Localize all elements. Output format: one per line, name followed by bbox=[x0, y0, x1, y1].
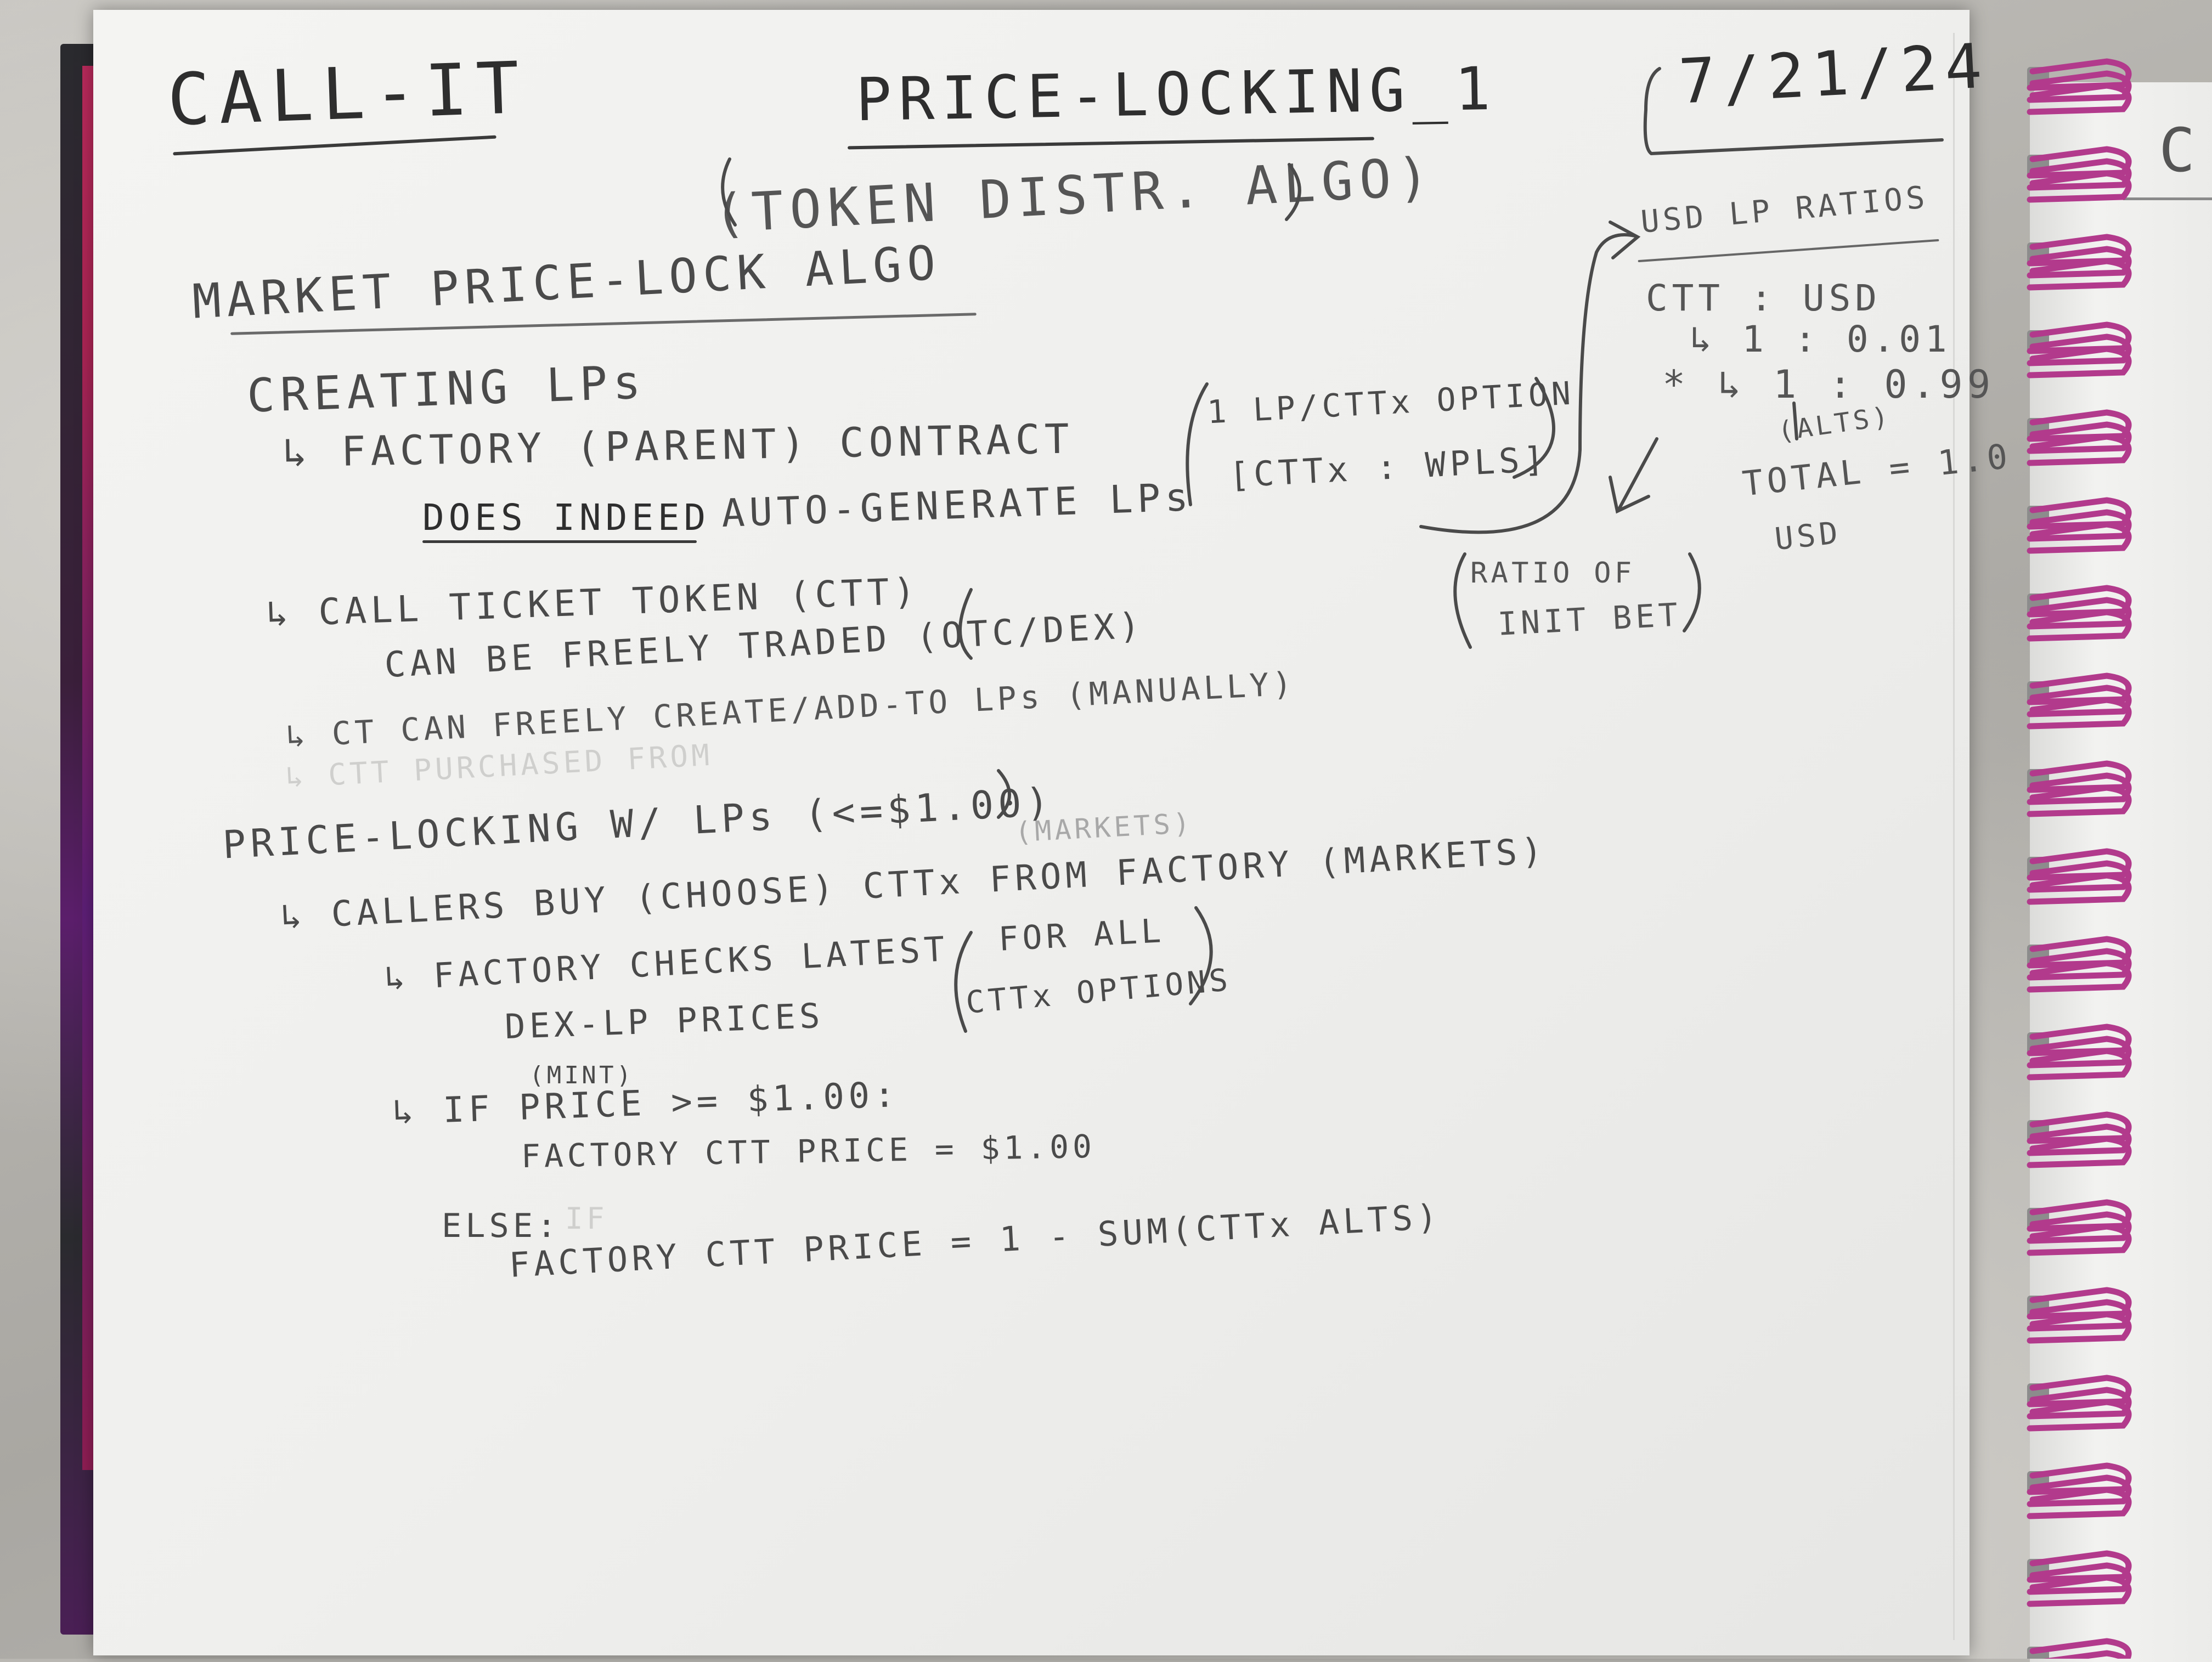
arrow-to-usd-ratios bbox=[1419, 233, 1637, 534]
subtitle-open-paren bbox=[721, 157, 737, 227]
notebook-page bbox=[93, 10, 1970, 1655]
does-indeed: DOES INDEED bbox=[422, 496, 710, 539]
date-bracket bbox=[1643, 67, 1944, 156]
ratio-of-note: RATIO OF bbox=[1470, 557, 1635, 590]
binding-ring bbox=[2027, 409, 2132, 466]
binding-ring bbox=[2027, 848, 2132, 905]
cover-edge-stripe bbox=[82, 66, 93, 1470]
traded-paren bbox=[958, 588, 973, 660]
binding-ring bbox=[2027, 936, 2132, 993]
arrow-down-ratio-head bbox=[1609, 476, 1650, 514]
page-margin-line bbox=[1953, 33, 1955, 1640]
binding-ring bbox=[2027, 58, 2132, 115]
lp-note-close-curve bbox=[1513, 377, 1555, 479]
binding-ring bbox=[2027, 672, 2132, 730]
binding-ring bbox=[2027, 1111, 2132, 1168]
arrow-down-alts bbox=[1792, 402, 1798, 440]
binding-ring bbox=[2027, 1287, 2132, 1344]
binding-ring bbox=[2027, 1550, 2132, 1607]
lp-note-open-bracket bbox=[1186, 382, 1209, 506]
arrow-to-usd-ratios-head bbox=[1609, 221, 1641, 259]
binding-ring bbox=[2027, 1375, 2132, 1432]
binding-ring bbox=[2027, 146, 2132, 203]
else-erased-if: IF bbox=[565, 1201, 608, 1236]
else-line: ELSE: bbox=[442, 1207, 561, 1245]
ratio-open-paren bbox=[1453, 552, 1472, 649]
subtitle-close-paren bbox=[1285, 163, 1301, 221]
binding-ring bbox=[2027, 321, 2132, 378]
binding-ring bbox=[2027, 1024, 2132, 1081]
price-lock-close-paren bbox=[997, 769, 1011, 819]
next-page-fragment: C bbox=[2159, 115, 2203, 185]
next-page-underline bbox=[2123, 197, 2212, 200]
mint-note: (MINT) bbox=[529, 1061, 634, 1089]
binding-ring bbox=[2027, 760, 2132, 817]
ratio-1: ↳ 1 : 0.01 bbox=[1690, 318, 1951, 360]
ratio-2: * ↳ 1 : 0.99 bbox=[1662, 362, 1995, 407]
does-indeed-underline bbox=[422, 540, 697, 543]
binding-ring bbox=[2027, 234, 2132, 291]
for-all-paren-close bbox=[1189, 906, 1213, 1005]
binding-ring bbox=[2027, 1199, 2132, 1256]
ratio-header: CTT : USD bbox=[1646, 277, 1881, 319]
arrow-down-ratio bbox=[1617, 437, 1658, 512]
binding-ring bbox=[2027, 497, 2132, 554]
binding-ring bbox=[2027, 585, 2132, 642]
binding-ring bbox=[2027, 1462, 2132, 1519]
for-all-paren-open bbox=[954, 931, 973, 1033]
ratio-close-paren bbox=[1683, 552, 1701, 632]
binding-ring bbox=[2027, 1638, 2132, 1659]
